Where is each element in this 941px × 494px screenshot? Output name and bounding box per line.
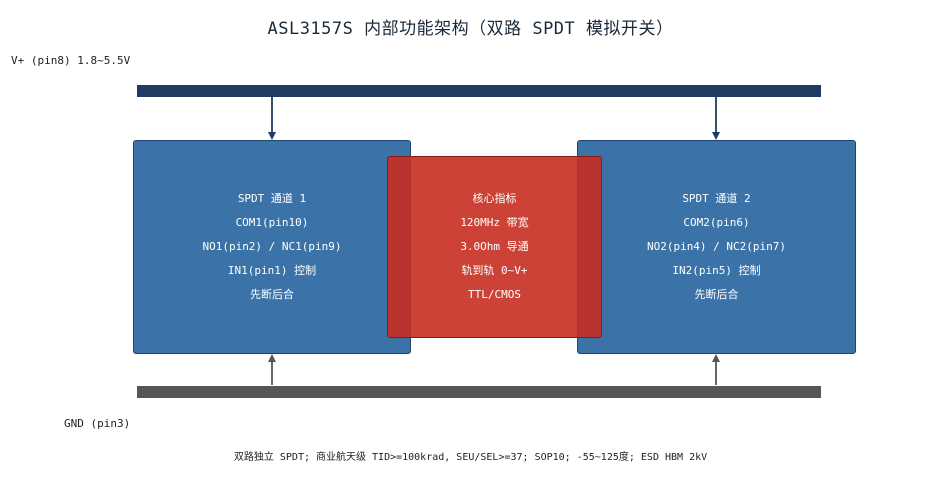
channel-1-no-nc: NO1(pin2) / NC1(pin9): [202, 240, 342, 253]
channel-1-com: COM1(pin10): [235, 216, 309, 229]
vplus-rail: [137, 85, 821, 97]
channel-2-break-before-make: 先断后合: [694, 288, 739, 301]
gnd-rail: [137, 386, 821, 398]
core-metrics-box: 核心指标 120MHz 带宽 3.0Ohm 导通 轨到轨 0~V+ TTL/CM…: [387, 156, 602, 338]
core-on-resistance: 3.0Ohm 导通: [460, 240, 529, 253]
gnd-label: GND (pin3): [64, 417, 131, 430]
channel-2-title: SPDT 通道 2: [682, 192, 751, 205]
core-logic-compat: TTL/CMOS: [468, 288, 521, 301]
spdt-channel-2-box: SPDT 通道 2 COM2(pin6) NO2(pin4) / NC2(pin…: [577, 140, 856, 354]
channel-1-break-before-make: 先断后合: [250, 288, 294, 301]
channel-1-control: IN1(pin1) 控制: [227, 264, 317, 277]
vplus-label: V+ (pin8) 1.8~5.5V: [11, 54, 131, 67]
channel-2-no-nc: NO2(pin4) / NC2(pin7): [646, 240, 787, 253]
spdt-channel-1-box: SPDT 通道 1 COM1(pin10) NO1(pin2) / NC1(pi…: [133, 140, 411, 354]
channel-1-title: SPDT 通道 1: [237, 192, 307, 205]
diagram-title: ASL3157S 内部功能架构（双路 SPDT 模拟开关）: [267, 19, 674, 39]
footnote: 双路独立 SPDT; 商业航天级 TID>=100krad, SEU/SEL>=…: [233, 452, 708, 463]
core-bandwidth: 120MHz 带宽: [460, 216, 529, 229]
channel-2-control: IN2(pin5) 控制: [672, 264, 761, 277]
core-rail-to-rail: 轨到轨 0~V+: [461, 264, 528, 277]
core-title: 核心指标: [472, 192, 517, 205]
channel-2-com: COM2(pin6): [683, 216, 750, 229]
